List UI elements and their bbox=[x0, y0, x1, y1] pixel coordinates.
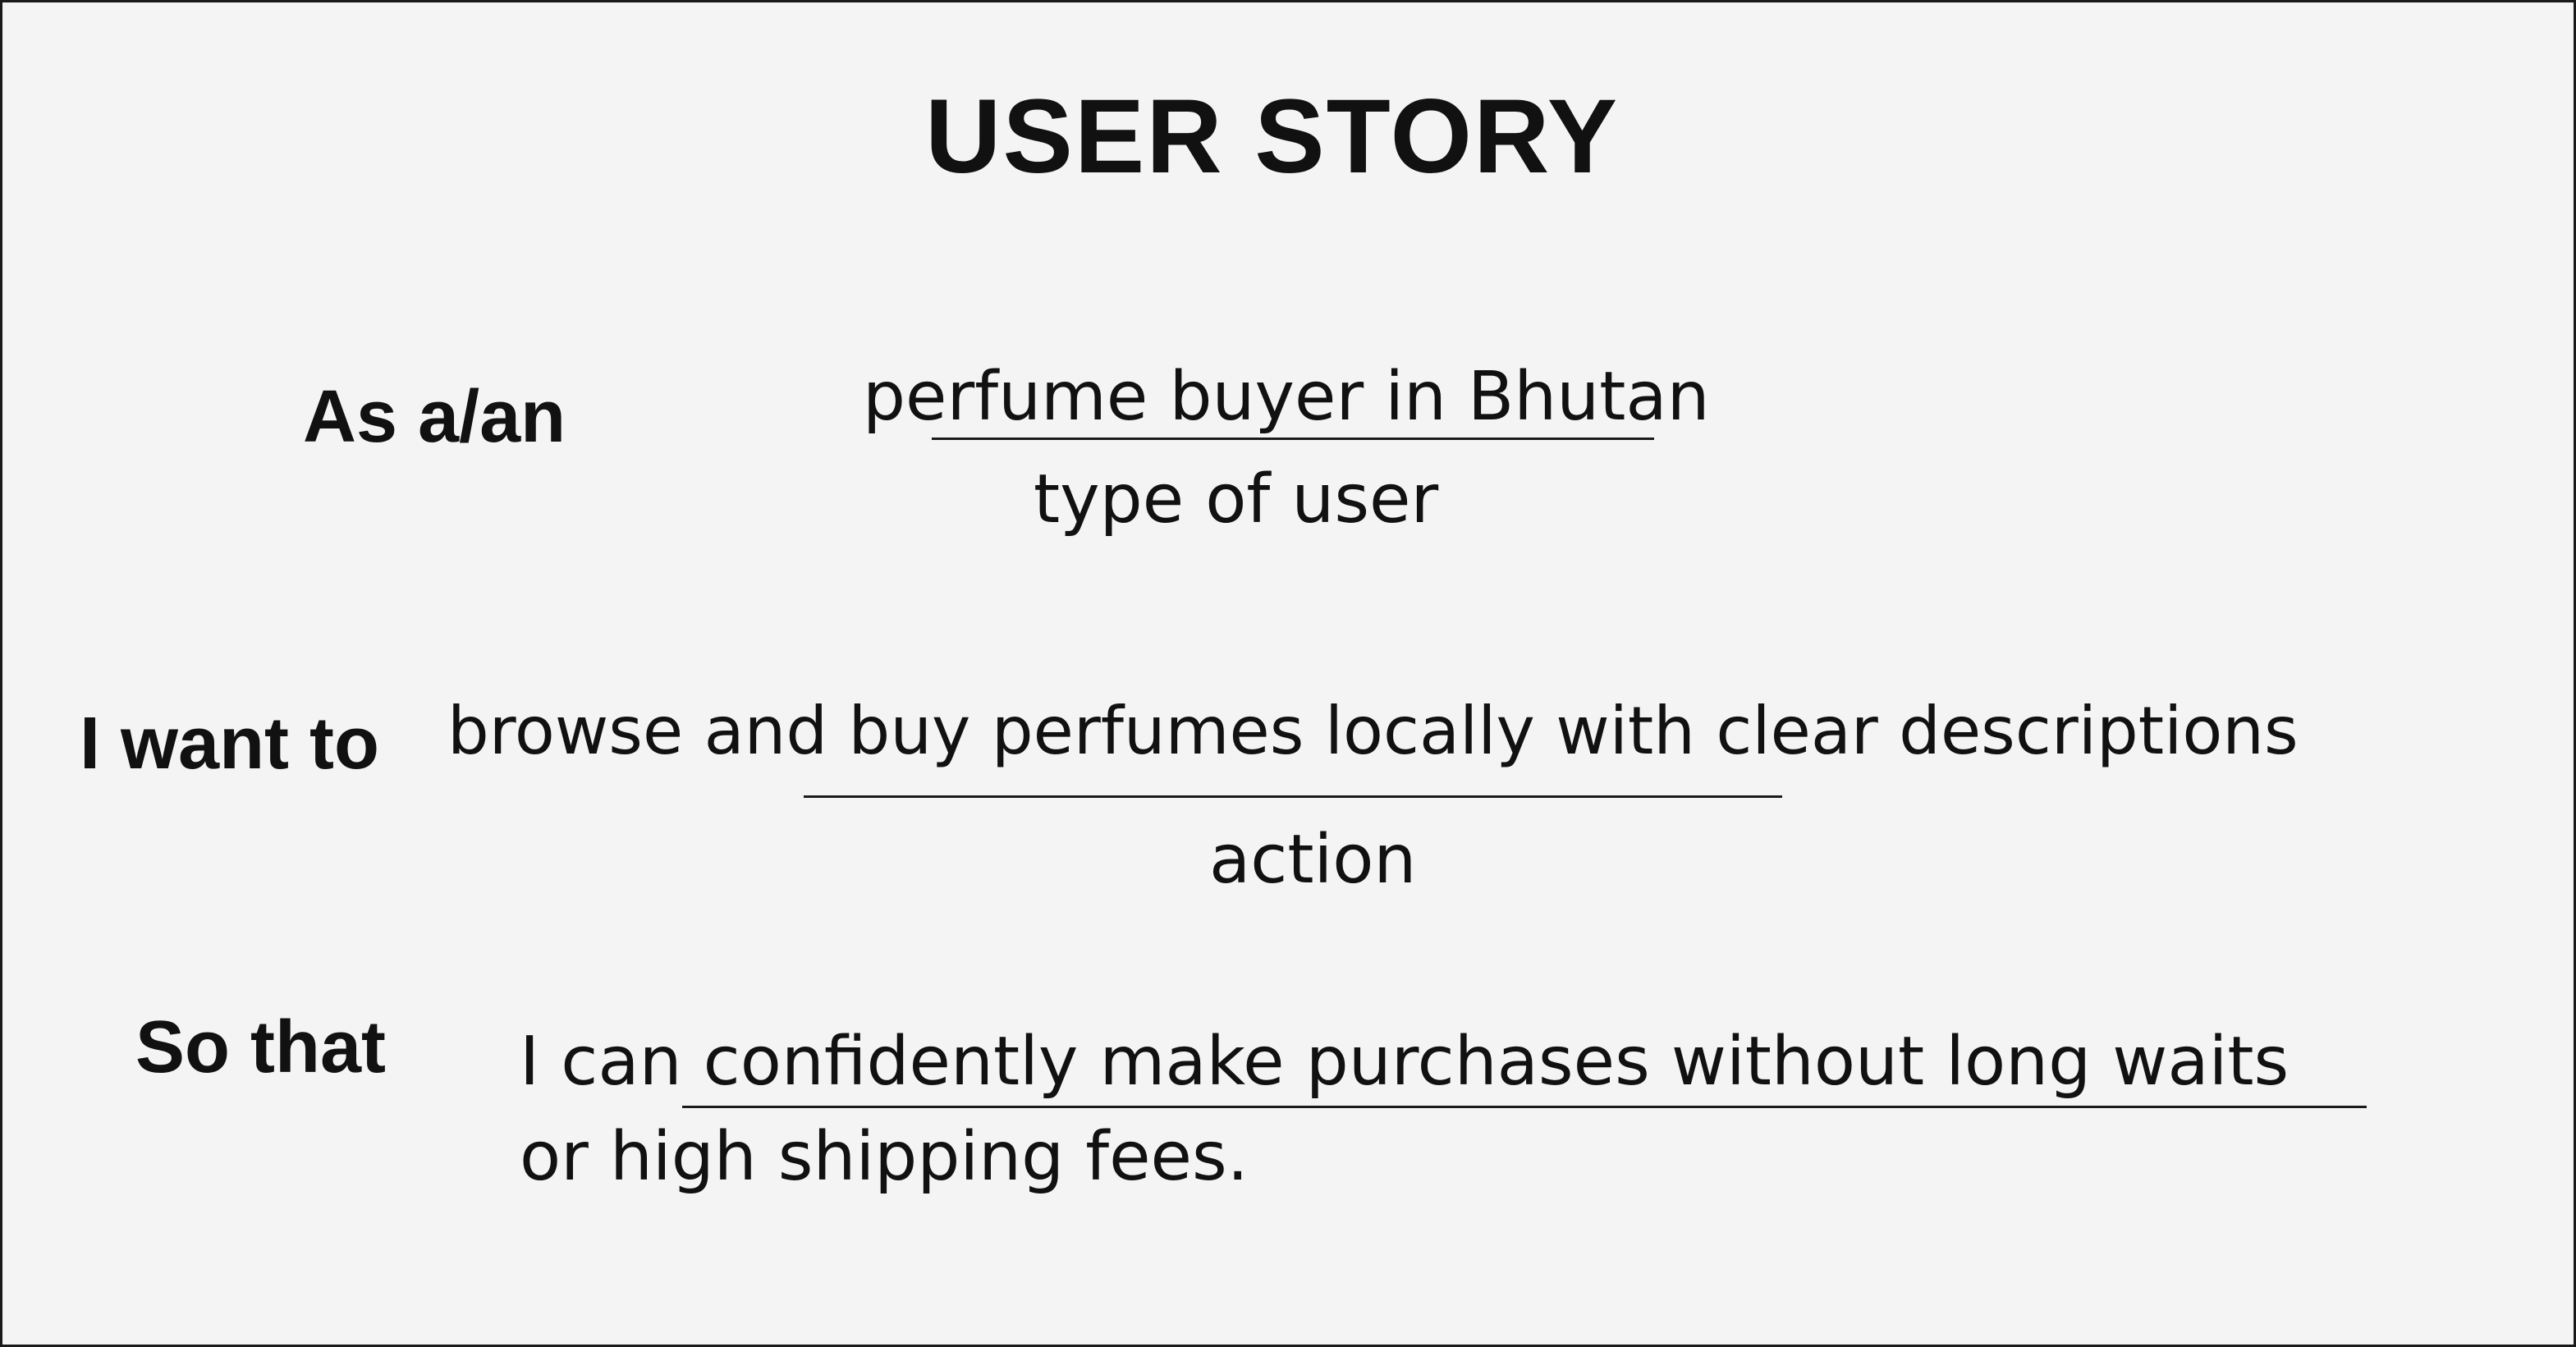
so-that-label: So that bbox=[135, 1006, 386, 1088]
user-type-caption: type of user bbox=[1034, 460, 1439, 538]
user-type-underline bbox=[932, 438, 1654, 440]
page-title: USER STORY bbox=[925, 78, 1620, 195]
benefit-underline bbox=[682, 1106, 2367, 1108]
i-want-to-label: I want to bbox=[80, 703, 379, 785]
action-value: browse and buy perfumes locally with cle… bbox=[447, 693, 2299, 769]
action-underline bbox=[804, 795, 1782, 798]
as-a-label: As a/an bbox=[303, 376, 566, 458]
user-type-value: perfume buyer in Bhutan bbox=[863, 358, 1710, 436]
benefit-value-line2: or high shipping fees. bbox=[520, 1118, 1249, 1196]
action-caption: action bbox=[1209, 821, 1417, 899]
benefit-value-line1: I can confidently make purchases without… bbox=[520, 1023, 2290, 1101]
